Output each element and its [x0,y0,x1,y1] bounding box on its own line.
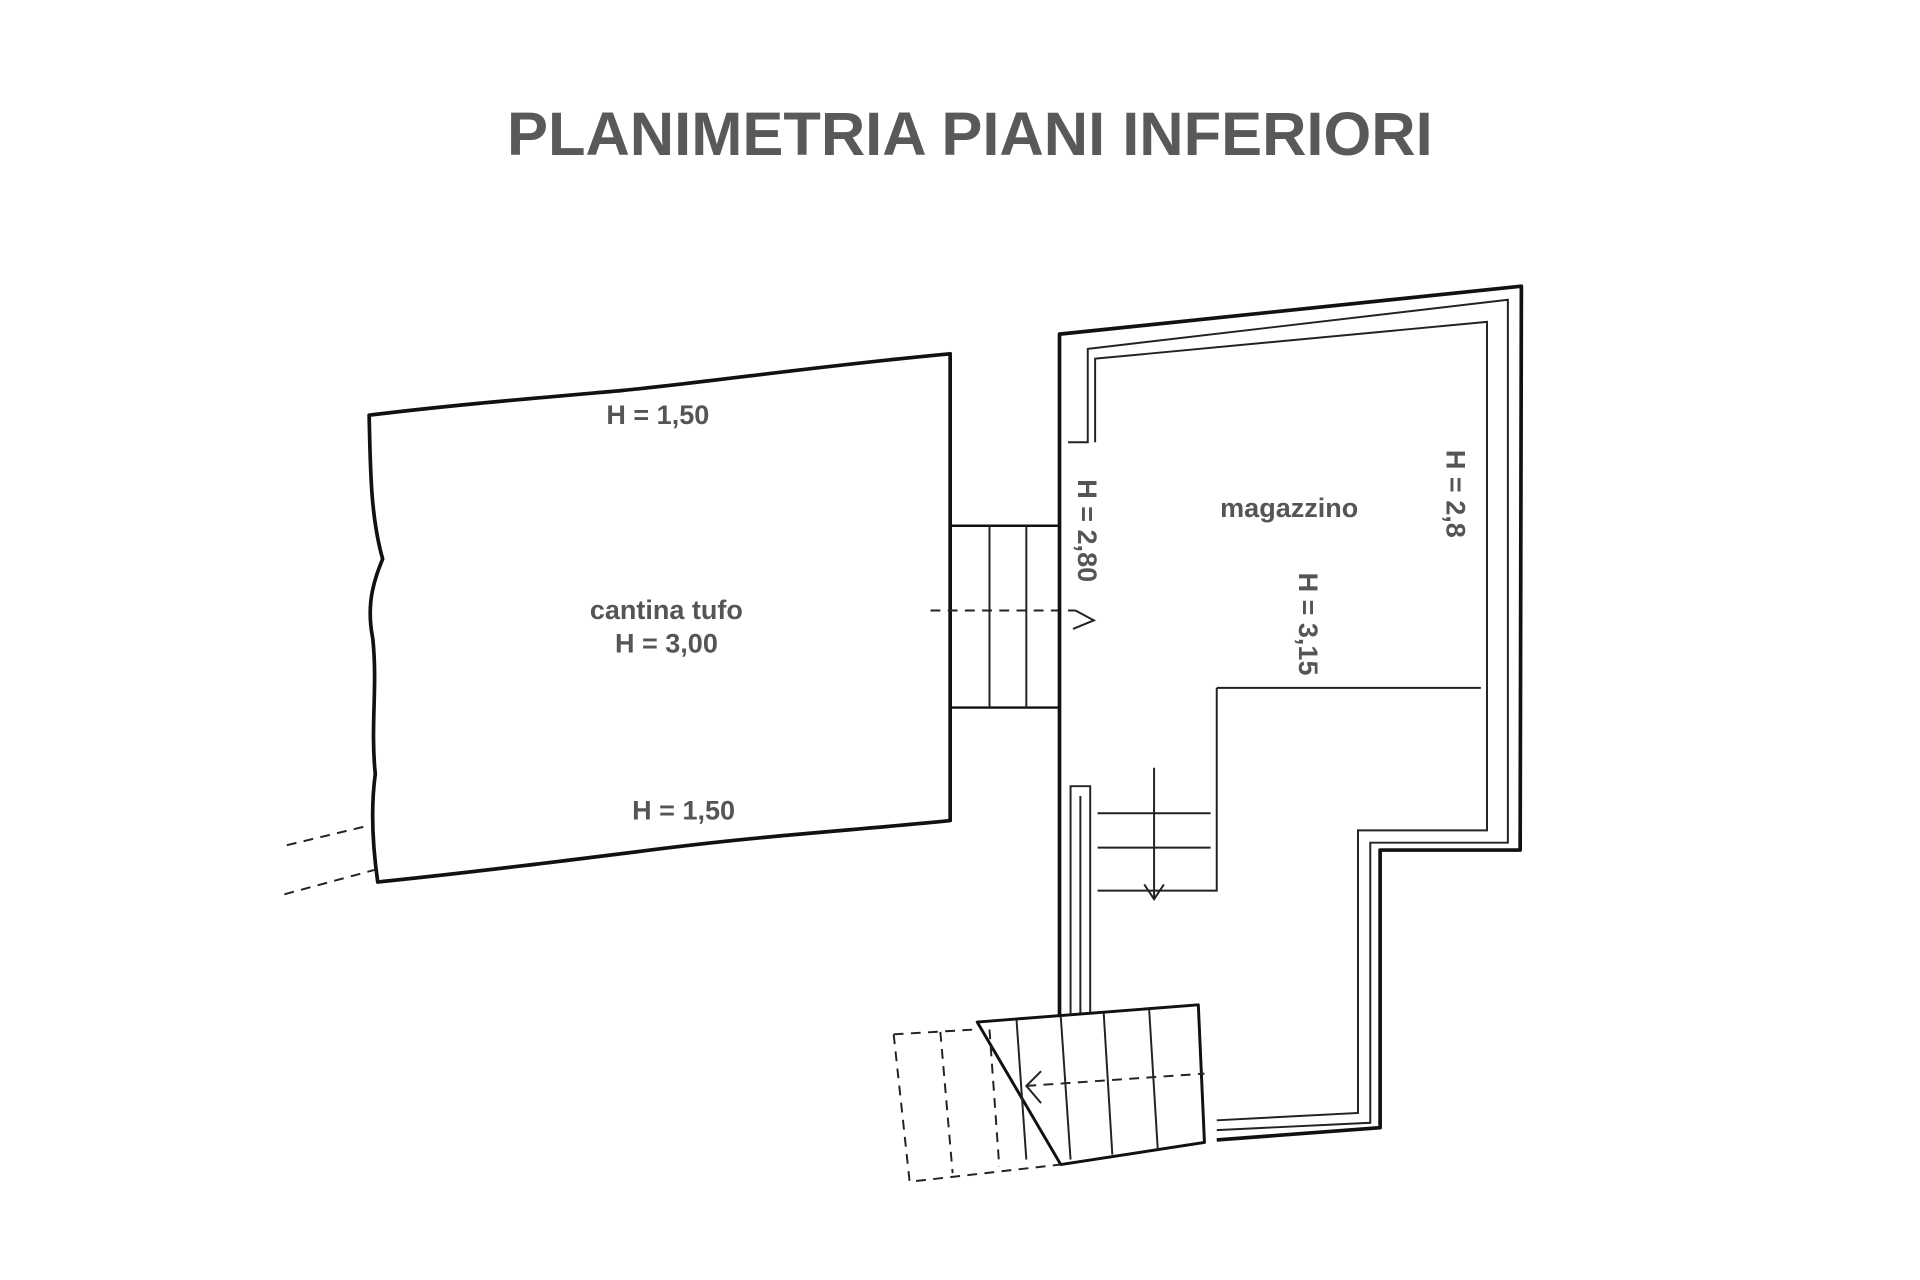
connecting-stair [930,524,1097,709]
cantina-height: H = 3,00 [615,628,718,658]
magazzino-outer-wall [1057,284,1524,1142]
magazzino-left-height: H = 2,80 [1072,479,1102,582]
room-magazzino [1057,284,1524,1142]
stair-outline [948,524,1061,709]
entrance-stair [892,1003,1206,1183]
cantina-dashed-extension [284,824,376,896]
room-cantina-tufo [284,351,953,896]
cantina-name: cantina tufo [590,595,743,625]
stair-arrow-icon [1072,609,1097,630]
page-title: PLANIMETRIA PIANI INFERIORI [507,100,1433,169]
cantina-bottom-height: H = 1,50 [632,795,735,825]
magazzino-name: magazzino [1220,493,1358,523]
magazzino-center-height: H = 3,15 [1293,573,1323,676]
magazzino-partition [1097,686,1481,892]
cantina-top-height: H = 1,50 [606,400,709,430]
magazzino-right-height: H = 2,8 [1440,450,1470,538]
cantina-walls [367,351,953,884]
